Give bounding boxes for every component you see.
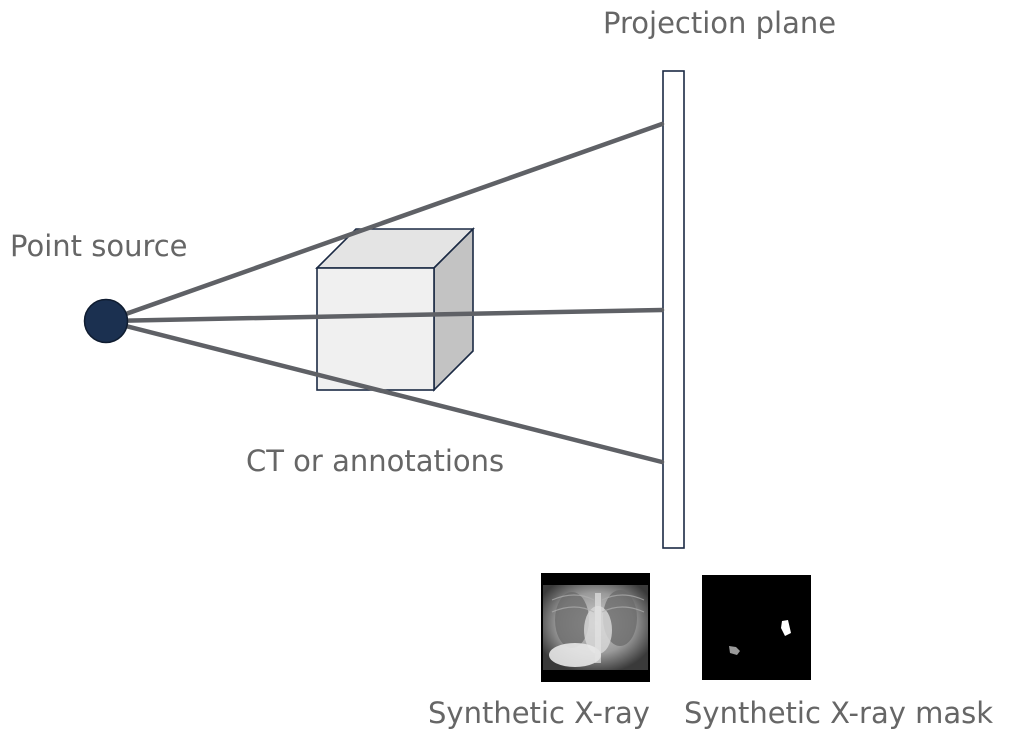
point-source-label: Point source — [10, 229, 188, 263]
ray-bottom — [103, 318, 665, 465]
projection-plane — [662, 70, 685, 549]
point-source — [83, 298, 129, 344]
projection-rays — [103, 121, 665, 465]
ray-top — [103, 121, 665, 324]
synthetic-xray-mask-label: Synthetic X-ray mask — [684, 696, 994, 730]
ray-middle — [103, 307, 665, 324]
synthetic-xray-image — [541, 573, 650, 682]
ct-volume-cube — [315, 227, 475, 392]
projection-plane-label: Projection plane — [603, 6, 837, 40]
cube-front-face — [316, 267, 435, 391]
synthetic-xray-mask-image — [702, 575, 811, 680]
ct-or-annotations-label: CT or annotations — [246, 444, 505, 478]
synthetic-xray-label: Synthetic X-ray — [428, 696, 650, 730]
